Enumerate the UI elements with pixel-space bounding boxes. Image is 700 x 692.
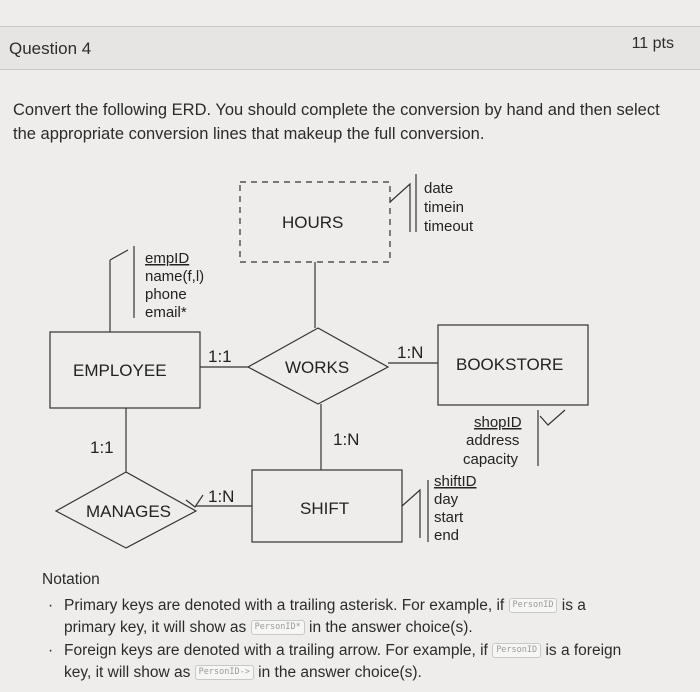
employee-attr-1: phone: [145, 286, 187, 303]
hours-entity-label: HOURS: [282, 213, 343, 232]
bookstore-attr-0: address: [466, 432, 519, 449]
hours-attr-connector: [389, 182, 411, 232]
card-emp-works: 1:1: [208, 347, 232, 366]
bookstore-entity-box: [437, 324, 589, 406]
code-sample: PersonID*: [250, 620, 305, 636]
bookstore-attr-1: capacity: [463, 451, 519, 468]
works-relationship-diamond: [246, 327, 390, 405]
question-points: 11 pts: [631, 35, 674, 52]
hours-entity-box: [239, 181, 391, 263]
notation-item-foreign-key: · Foreign keys are denoted with a traili…: [48, 642, 622, 681]
shift-attr-connector: [401, 488, 421, 538]
code-sample: PersonID->: [194, 665, 254, 681]
works-relationship-label: WORKS: [285, 358, 349, 377]
code-sample: PersonID: [492, 643, 542, 659]
card-emp-manages: 1:1: [90, 438, 114, 457]
bookstore-pk: shopID: [474, 414, 522, 431]
notation-item-primary-key: · Primary keys are denoted with a traili…: [48, 597, 586, 636]
shift-attr-1: start: [434, 509, 464, 526]
manages-relationship-diamond: [54, 471, 198, 549]
question-header: Question 4 11 pts: [0, 26, 700, 70]
notation-heading: Notation: [42, 571, 100, 588]
shift-entity-label: SHIFT: [300, 499, 349, 518]
employee-entity-label: EMPLOYEE: [73, 361, 167, 380]
question-title: Question 4: [9, 39, 92, 58]
employee-attr-2: email*: [145, 304, 187, 321]
employee-attr-0: name(f,l): [145, 268, 204, 285]
employee-pk: empID: [145, 250, 189, 267]
employee-entity-box: [49, 331, 201, 409]
shift-attr-0: day: [434, 491, 459, 508]
hours-attr-2: timeout: [424, 218, 474, 235]
card-manages-shift: 1:N: [208, 487, 234, 506]
hours-attr-1: timein: [424, 199, 464, 216]
card-works-bookstore: 1:N: [397, 343, 423, 362]
question-prompt: Convert the following ERD. You should co…: [13, 101, 660, 143]
bookstore-entity-label: BOOKSTORE: [456, 355, 563, 374]
shift-attr-2: end: [434, 527, 459, 544]
card-works-shift: 1:N: [333, 430, 359, 449]
hours-attr-0: date: [424, 180, 453, 197]
notation-list: · Primary keys are denoted with a traili…: [48, 595, 688, 685]
shift-pk: shiftID: [434, 473, 477, 490]
erd-diagram: HOURS date timein timeout empID name(f,l…: [49, 174, 589, 549]
code-sample: PersonID: [508, 598, 558, 614]
manages-relationship-label: MANAGES: [86, 502, 171, 521]
